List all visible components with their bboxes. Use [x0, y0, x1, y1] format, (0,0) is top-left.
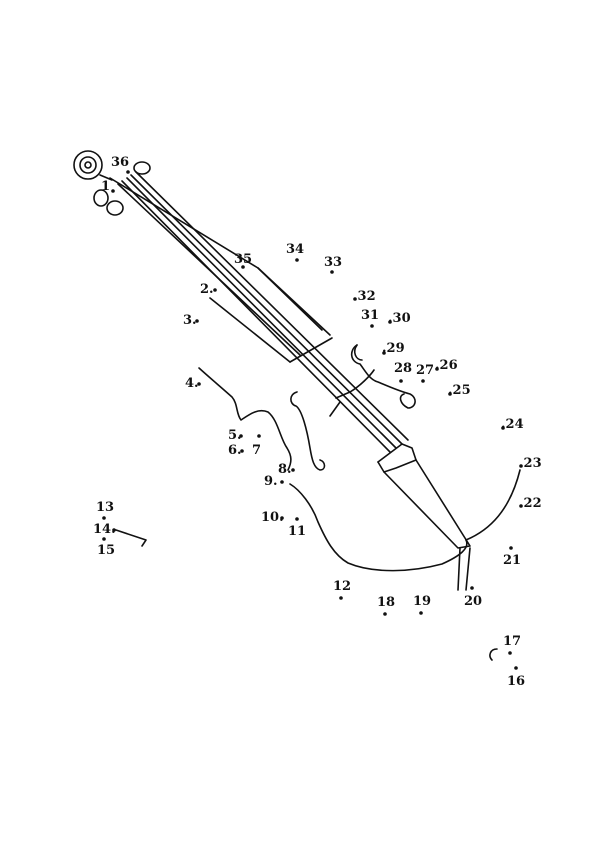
dot-label-3: 3. [183, 313, 197, 328]
dot-label-1: 1 [101, 179, 111, 194]
dot-24 [501, 426, 505, 430]
dot-label-26: .26 [435, 358, 458, 373]
dot-3 [195, 319, 199, 323]
dot-6 [240, 449, 244, 453]
dot-label-32: .32 [353, 289, 376, 304]
dot-27 [421, 379, 425, 383]
dot-16 [514, 666, 518, 670]
dot-36 [126, 170, 130, 174]
dot-label-9: 9. [264, 474, 278, 489]
dot-label-33: 33 [324, 255, 343, 270]
dot-32 [353, 297, 357, 301]
dot-30 [388, 320, 392, 324]
dot-19 [419, 611, 423, 615]
dot-26 [435, 367, 439, 371]
violin-upper-bout [198, 344, 416, 471]
dot-label-10: 10. [261, 510, 284, 525]
dot-10 [280, 516, 284, 520]
dot-label-13: 13 [96, 500, 115, 515]
dot-20 [470, 586, 474, 590]
dot-28 [399, 379, 403, 383]
f-holes [290, 369, 375, 471]
dot-label-18: 18 [377, 595, 396, 610]
dot-5 [239, 434, 243, 438]
dot-label-8: 8. [278, 462, 292, 477]
dot-label-4: 4. [185, 376, 199, 391]
dot-17 [508, 651, 512, 655]
dot-29 [382, 351, 386, 355]
bow-fragment [115, 529, 498, 661]
dot-18 [383, 612, 387, 616]
dot-13 [102, 516, 106, 520]
dot-label-29: .29 [382, 341, 405, 356]
dot-label-30: .30 [388, 311, 411, 326]
dot-label-35: 35 [234, 252, 253, 267]
dot-34 [295, 258, 299, 262]
dot-31 [370, 324, 374, 328]
dot-label-16: 16 [507, 674, 526, 689]
dot-33 [330, 270, 334, 274]
dot-label-31: 31 [361, 308, 380, 323]
dot-35 [241, 265, 245, 269]
dot-label-12: 12 [333, 579, 352, 594]
dot-25 [448, 392, 452, 396]
dot-label-11: 11 [288, 524, 307, 539]
dot-label-6: 6. [228, 443, 242, 458]
dot-label-15: 15 [97, 543, 116, 558]
dot-label-19: 19 [413, 594, 432, 609]
dot-label-20: 20 [464, 594, 483, 609]
dot-9 [280, 480, 284, 484]
dot-label-5: 5. [228, 428, 242, 443]
dot-2 [213, 288, 217, 292]
violin-neck-and-strings [109, 171, 409, 453]
dot-7 [257, 434, 261, 438]
dot-8 [291, 468, 295, 472]
dot-label-24: .24 [501, 417, 524, 432]
violin-scroll [73, 150, 113, 181]
dot-4 [197, 382, 201, 386]
dot-22 [519, 504, 523, 508]
dot-label-17: 17 [503, 634, 522, 649]
dot-label-25: .25 [448, 383, 471, 398]
dot-14 [112, 528, 116, 532]
dot-23 [519, 464, 523, 468]
violin-lower-body [289, 469, 521, 572]
tuning-pegs [93, 161, 151, 216]
dot-label-22: .22 [519, 496, 542, 511]
dot-21 [509, 546, 513, 550]
connect-dots [102, 170, 523, 670]
dot-12 [339, 596, 343, 600]
dot-label-36: 36 [111, 155, 130, 170]
dot-label-21: 21 [503, 553, 522, 568]
dot-label-34: 34 [286, 242, 305, 257]
dot-label-7: 7 [252, 443, 262, 458]
dot-1 [111, 189, 115, 193]
dot-label-23: .23 [519, 456, 542, 471]
dot-11 [295, 517, 299, 521]
tailpiece-and-endpin [377, 443, 471, 591]
dot-label-2: 2. [200, 282, 214, 297]
dot-label-14: 14. [93, 522, 116, 537]
dot-label-28: 28 [394, 361, 413, 376]
dot-label-27: 27 [416, 363, 435, 378]
dot-15 [102, 537, 106, 541]
